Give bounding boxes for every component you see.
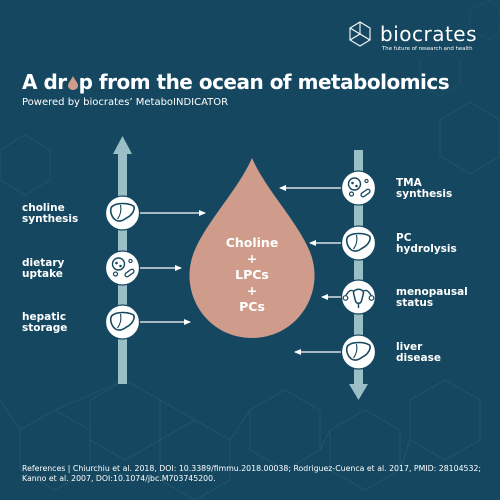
input-label-hepatic-storage: hepatic storage [22, 312, 67, 334]
output-label-line: menopausal [396, 286, 468, 298]
output-arrow-bar [349, 150, 368, 400]
drop-icon [67, 76, 78, 90]
drop-label-pcs: PCs [239, 299, 265, 314]
brand-name: biocrates [380, 22, 478, 46]
input-label-line: uptake [22, 268, 63, 280]
page-title: A dr p from the ocean of metabolomics [22, 70, 450, 94]
output-label-tma-synthesis: TMA synthesis [396, 178, 452, 200]
output-label-line: status [396, 297, 434, 309]
metabolite-drop [189, 158, 315, 338]
hepatic-storage-liver-icon [104, 304, 141, 340]
drop-label-choline: Choline [225, 235, 279, 250]
output-label-line: synthesis [396, 188, 453, 200]
drop-label-plus-1: + [246, 251, 258, 266]
page-subtitle: Powered by biocrates’ MetaboINDICATOR [22, 97, 229, 108]
output-label-line: PC [396, 232, 412, 244]
brand-tagline: The future of research and health [382, 46, 473, 52]
tma-synthesis-microbes-icon [340, 170, 377, 206]
input-label-line: choline [22, 202, 65, 214]
title-part-after: p from the ocean of metabolomics [78, 70, 450, 94]
title-part-before: A dr [22, 70, 67, 94]
input-label-line: synthesis [22, 213, 79, 225]
choline-synthesis-liver-icon [104, 195, 141, 231]
output-label-line: disease [396, 352, 441, 364]
references-text: References | Chiurchiu et al. 2018, DOI:… [22, 464, 482, 483]
input-label-choline-synthesis: choline synthesis [22, 203, 78, 225]
biocrates-logo-icon [349, 21, 371, 47]
input-label-line: dietary [22, 257, 65, 269]
output-label-line: TMA [396, 177, 422, 189]
input-label-dietary-uptake: dietary uptake [22, 258, 64, 280]
input-label-line: hepatic [22, 311, 67, 323]
input-arrows [137, 210, 206, 325]
pc-hydrolysis-liver-icon [340, 225, 377, 261]
liver-disease-liver-icon [340, 334, 377, 370]
drop-label-lpcs: LPCs [235, 267, 269, 282]
output-arrows [279, 185, 344, 355]
output-label-line: hydrolysis [396, 243, 457, 255]
output-label-line: liver [396, 341, 423, 353]
output-label-pc-hydrolysis: PC hydrolysis [396, 233, 457, 255]
menopausal-status-uterus-icon [340, 279, 377, 315]
output-label-liver-disease: liver disease [396, 342, 441, 364]
output-label-menopausal-status: menopausal status [396, 287, 468, 309]
drop-label-plus-2: + [246, 283, 258, 298]
dietary-uptake-microbes-icon [104, 250, 141, 286]
input-label-line: storage [22, 322, 68, 334]
